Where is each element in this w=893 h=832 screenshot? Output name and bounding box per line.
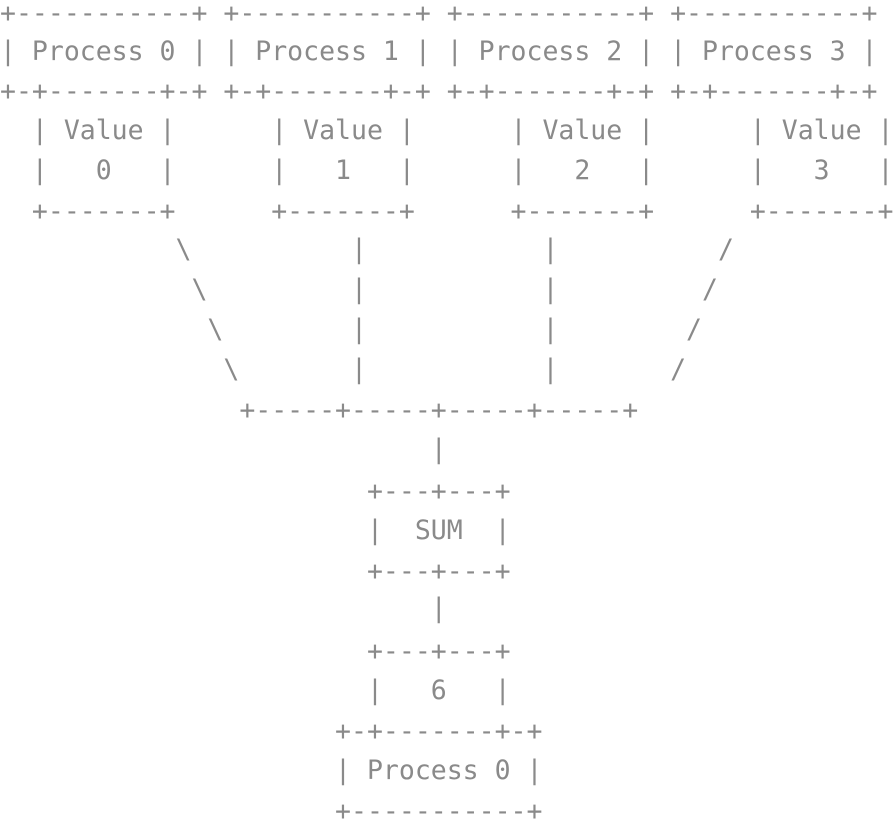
connector-line-1: \ | | / bbox=[0, 234, 734, 265]
process-boxes-bottom-border: +-+-------+-+ +-+-------+-+ +-+-------+-… bbox=[0, 76, 878, 107]
process-boxes-top-border: +-----------+ +-----------+ +-----------… bbox=[0, 0, 878, 29]
sum-label-row: | SUM | bbox=[0, 515, 511, 546]
result-value-row: | 6 | bbox=[0, 675, 511, 706]
value-labels-row: | Value | | Value | | Value | | Value | bbox=[0, 115, 893, 146]
connector-line-2: \ | | / bbox=[0, 274, 718, 305]
merge-bar: +-----+-----+-----+-----+ bbox=[0, 395, 639, 426]
value-numbers-row: | 0 | | 1 | | 2 | | 3 | bbox=[0, 155, 893, 186]
result-process-label-row: | Process 0 | bbox=[0, 755, 543, 786]
connector-line-3: \ | | / bbox=[0, 314, 702, 345]
merge-to-sum-connector: | bbox=[0, 434, 447, 465]
connector-line-4: \ | | / bbox=[0, 354, 687, 385]
result-process-top-border: +-+-------+-+ bbox=[0, 716, 543, 747]
result-process-bottom-border: +-----------+ bbox=[0, 796, 543, 827]
sum-box-bottom-border: +---+---+ bbox=[0, 556, 511, 587]
sum-to-result-connector: | bbox=[0, 593, 447, 624]
result-box-top-border: +---+---+ bbox=[0, 636, 511, 667]
value-boxes-bottom-border: +-------+ +-------+ +-------+ +-------+ bbox=[0, 196, 893, 227]
sum-box-top-border: +---+---+ bbox=[0, 476, 511, 507]
process-labels-row: | Process 0 | | Process 1 | | Process 2 … bbox=[0, 36, 878, 67]
